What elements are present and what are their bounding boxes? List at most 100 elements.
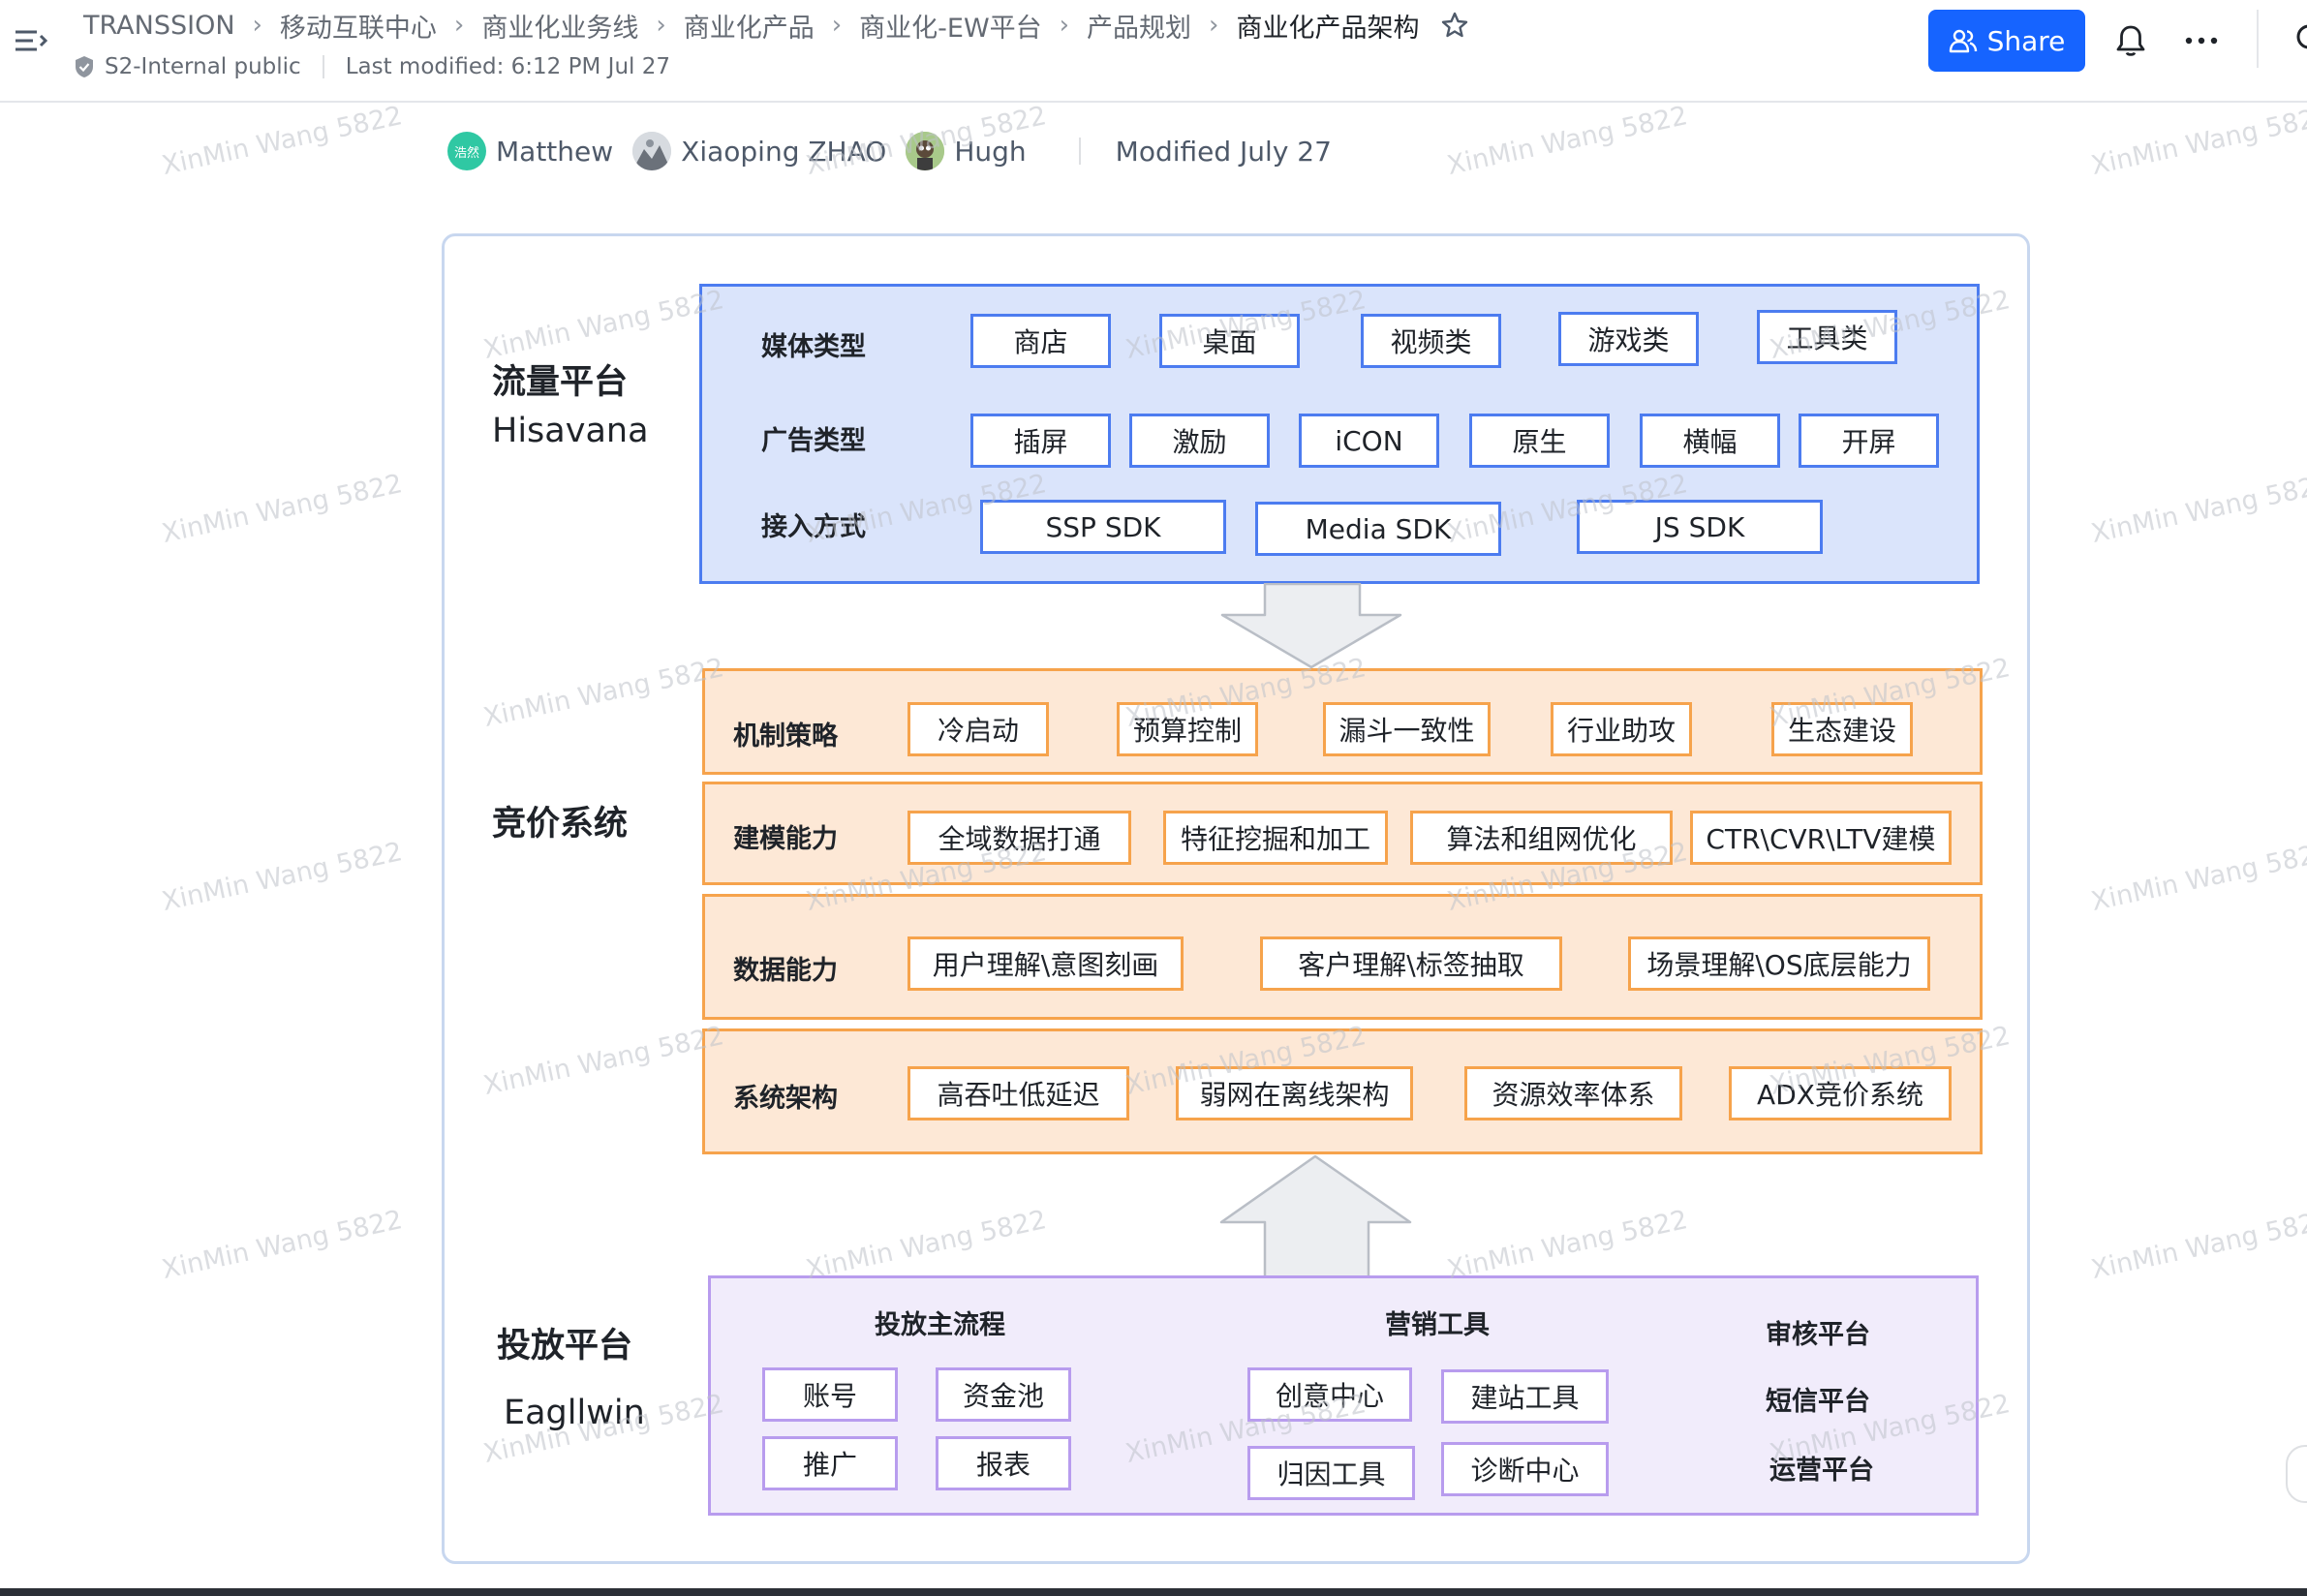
main-flow-tag: 资金池: [936, 1367, 1071, 1422]
breadcrumb-item[interactable]: TRANSSION: [83, 10, 235, 41]
media-type-tag: 商店: [970, 314, 1111, 368]
main-flow-title: 投放主流程: [875, 1310, 1005, 1340]
breadcrumb-item[interactable]: 商业化-EW平台: [859, 13, 1042, 44]
platform-label: 审核平台: [1766, 1320, 1870, 1350]
row-label-ad-type: 广告类型: [761, 426, 866, 456]
modified-date: Modified July 27: [1115, 135, 1332, 168]
contributor-name: Xiaoping ZHAO: [681, 135, 887, 168]
bottom-strip: [0, 1588, 2307, 1596]
row-label-architecture: 系统架构: [733, 1084, 838, 1114]
ad-type-tag: 激励: [1129, 414, 1270, 468]
modeling-tag: 特征挖掘和加工: [1163, 811, 1388, 865]
delivery-platform-title: 投放平台: [497, 1327, 633, 1366]
avatar: [906, 132, 945, 170]
marketing-tools-title: 营销工具: [1385, 1310, 1490, 1340]
watermark: XinMin Wang 5822: [159, 469, 406, 549]
top-bar: TRANSSION › 移动互联中心 › 商业化业务线 › 商业化产品 › 商业…: [0, 0, 2307, 103]
mechanism-tag: 行业助攻: [1551, 702, 1692, 756]
media-type-tag: 视频类: [1361, 314, 1501, 368]
bell-icon[interactable]: [2111, 21, 2150, 60]
breadcrumb-item[interactable]: 商业化产品: [683, 13, 815, 44]
divider: [1078, 138, 1081, 165]
doc-meta: 浩然 Matthew Xiaoping ZHAO Hugh Modified J…: [447, 130, 1332, 172]
chevron-right-icon: ›: [1209, 11, 1219, 40]
share-button[interactable]: Share: [1928, 10, 2085, 72]
breadcrumb-item[interactable]: 产品规划: [1087, 13, 1192, 44]
contributor[interactable]: Hugh: [906, 132, 1027, 170]
marketing-tool-tag: 建站工具: [1441, 1369, 1609, 1424]
ad-type-tag: iCON: [1299, 414, 1439, 468]
breadcrumb-item[interactable]: 商业化业务线: [481, 13, 639, 44]
access-method-tag: SSP SDK: [980, 500, 1226, 554]
platform-label: 运营平台: [1769, 1456, 1874, 1486]
contributor-name: Matthew: [496, 135, 614, 168]
delivery-platform-subtitle: Eagllwin: [504, 1394, 645, 1432]
traffic-platform-title: 流量平台: [492, 363, 629, 402]
avatar: [632, 132, 672, 170]
breadcrumb: TRANSSION › 移动互联中心 › 商业化业务线 › 商业化产品 › 商业…: [83, 8, 1469, 44]
row-label-access-method: 接入方式: [761, 512, 866, 542]
marketing-tool-tag: 归因工具: [1247, 1446, 1415, 1500]
access-method-tag: JS SDK: [1577, 500, 1823, 554]
watermark: XinMin Wang 5822: [1444, 101, 1691, 181]
ad-type-tag: 插屏: [970, 414, 1111, 468]
contributor[interactable]: Xiaoping ZHAO: [632, 132, 886, 170]
ad-type-tag: 横幅: [1640, 414, 1780, 468]
search-icon[interactable]: [2292, 19, 2307, 58]
access-method-tag: Media SDK: [1255, 502, 1501, 556]
chevron-right-icon: ›: [252, 11, 262, 40]
avatar-photo: [906, 132, 945, 170]
mechanism-tag: 冷启动: [907, 702, 1049, 756]
row-label-mechanism: 机制策略: [733, 721, 838, 752]
watermark: XinMin Wang 5822: [2088, 1205, 2307, 1285]
modeling-tag: 全域数据打通: [907, 811, 1131, 865]
main-flow-tag: 账号: [762, 1367, 898, 1422]
breadcrumb-current[interactable]: 商业化产品架构: [1236, 13, 1420, 44]
divider: [322, 55, 324, 78]
chevron-right-icon: ›: [1059, 11, 1070, 40]
main-flow-tag: 推广: [762, 1436, 898, 1490]
star-icon[interactable]: [1440, 11, 1469, 40]
main-flow-tag: 报表: [936, 1436, 1071, 1490]
doc-subline: S2-Internal public Last modified: 6:12 P…: [74, 50, 670, 83]
data-capability-tag: 客户理解\标签抽取: [1260, 936, 1562, 991]
mechanism-tag: 预算控制: [1117, 702, 1258, 756]
modeling-tag: CTR\CVR\LTV建模: [1690, 811, 1952, 865]
ad-type-tag: 开屏: [1799, 414, 1939, 468]
mechanism-tag: 漏斗一致性: [1323, 702, 1491, 756]
row-label-media-type: 媒体类型: [761, 332, 866, 362]
architecture-tag: 弱网在离线架构: [1176, 1066, 1413, 1120]
avatar-photo: [632, 132, 672, 170]
row-label-data: 数据能力: [733, 956, 838, 986]
toolbar-divider: [2257, 10, 2259, 68]
watermark: XinMin Wang 5822: [159, 101, 406, 181]
marketing-tool-tag: 诊断中心: [1441, 1442, 1609, 1496]
data-capability-tag: 用户理解\意图刻画: [907, 936, 1184, 991]
data-capability-tag: 场景理解\OS底层能力: [1628, 936, 1930, 991]
watermark: XinMin Wang 5822: [159, 837, 406, 917]
avatar: 浩然: [447, 132, 486, 170]
watermark: XinMin Wang 5822: [2088, 101, 2307, 181]
more-icon[interactable]: [2181, 21, 2222, 60]
watermark: XinMin Wang 5822: [159, 1205, 406, 1285]
last-modified: Last modified: 6:12 PM Jul 27: [345, 54, 670, 79]
side-panel-handle[interactable]: [2286, 1445, 2307, 1503]
arrow-down-icon: [1220, 583, 1402, 668]
traffic-platform-subtitle: Hisavana: [492, 412, 649, 450]
media-type-tag: 桌面: [1159, 314, 1300, 368]
architecture-tag: 高吞吐低延迟: [907, 1066, 1129, 1120]
modeling-tag: 算法和组网优化: [1410, 811, 1673, 865]
breadcrumb-item[interactable]: 移动互联中心: [279, 13, 437, 44]
sidebar-toggle-icon[interactable]: [12, 21, 50, 60]
share-label: Share: [1986, 24, 2066, 57]
watermark: XinMin Wang 5822: [2088, 469, 2307, 549]
architecture-tag: ADX竞价系统: [1729, 1066, 1952, 1120]
row-label-modeling: 建模能力: [733, 824, 838, 854]
chevron-right-icon: ›: [831, 11, 843, 40]
security-label[interactable]: S2-Internal public: [105, 54, 301, 79]
mechanism-tag: 生态建设: [1771, 702, 1913, 756]
arrow-up-icon: [1219, 1155, 1412, 1291]
architecture-tag: 资源效率体系: [1464, 1066, 1682, 1120]
contributor-name: Hugh: [954, 135, 1027, 168]
contributor[interactable]: 浩然 Matthew: [447, 132, 613, 170]
